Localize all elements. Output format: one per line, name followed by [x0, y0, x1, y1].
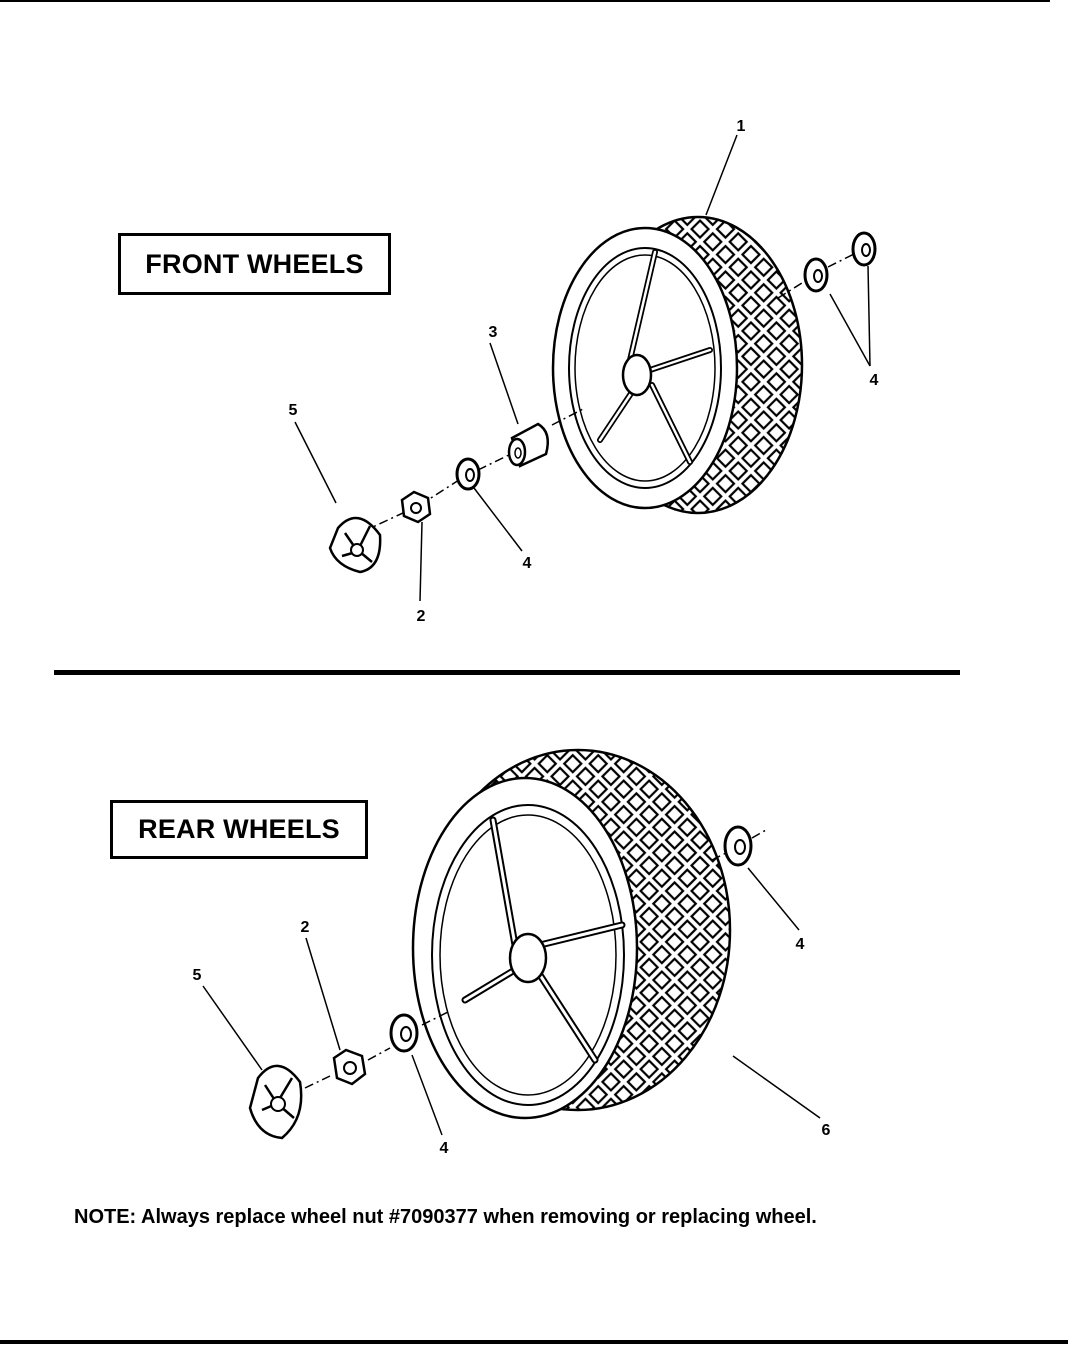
front-wheels-label: FRONT WHEELS — [118, 233, 391, 295]
front-callout-washer-right: 4 — [870, 372, 879, 389]
rear-callout-wheel: 6 — [822, 1122, 831, 1139]
front-callout-bushing: 3 — [489, 324, 498, 341]
front-washer-outer-1 — [803, 257, 829, 293]
rear-wheel — [411, 748, 732, 1120]
rear-callout-hub-cap: 5 — [193, 967, 202, 984]
wheel-nut-note: NOTE: Always replace wheel nut #7090377 … — [74, 1206, 817, 1228]
rear-axis-line — [304, 829, 767, 1089]
bottom-rule — [0, 1340, 1068, 1344]
front-callout-hub-cap: 5 — [289, 402, 298, 419]
top-rule — [0, 0, 1050, 2]
front-bushing — [507, 422, 549, 468]
front-washer-outer-2 — [851, 231, 877, 267]
section-divider — [54, 670, 960, 675]
front-callout-wheel: 1 — [737, 118, 746, 135]
rear-washer-outer — [723, 825, 753, 867]
rear-callout-washer-left: 4 — [440, 1140, 449, 1157]
rear-callout-nut: 2 — [301, 919, 310, 936]
front-callout-nut: 2 — [417, 608, 426, 625]
front-hub-cap — [328, 516, 382, 574]
rear-callouts: 2 5 4 4 6 — [193, 919, 831, 1157]
rear-wheels-label: REAR WHEELS — [110, 800, 368, 859]
front-wheel — [551, 215, 804, 515]
rear-wheel-nut — [332, 1048, 367, 1086]
front-callouts: 1 3 5 4 2 4 — [289, 118, 879, 625]
rear-leader-lines — [202, 867, 821, 1136]
rear-washer-inner — [389, 1013, 419, 1053]
front-leader-lines — [294, 134, 871, 602]
front-wheel-nut — [400, 490, 432, 524]
front-washer-inner — [455, 457, 481, 491]
rear-hub-cap — [248, 1064, 303, 1140]
rear-callout-washer-right: 4 — [796, 936, 805, 953]
front-callout-washer-left: 4 — [523, 555, 532, 572]
